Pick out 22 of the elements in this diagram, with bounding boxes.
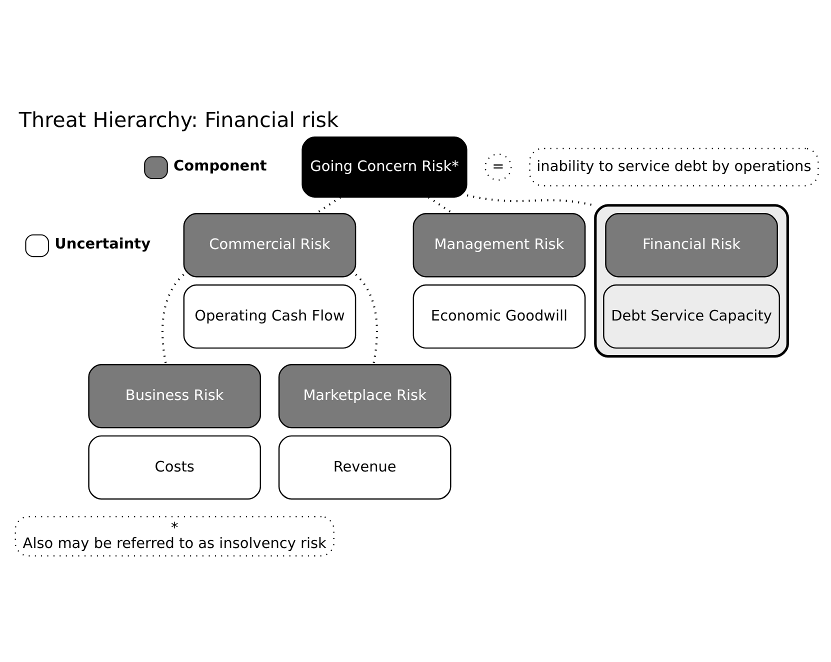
node-box: Operating Cash Flow [183,284,356,349]
node-box: inability to service debt by operations [529,148,819,186]
node-box: * Also may be referred to as insolvency risk [14,516,334,556]
node-box: Commercial Risk [183,213,356,278]
connector [161,274,184,365]
connector [355,274,378,365]
node-box: Debt Service Capacity [603,284,780,349]
legend-label: Component [174,158,267,174]
node-box: Business Risk [88,364,262,428]
cluster [594,204,789,358]
node-box: Costs [88,435,262,500]
node-box: Marketplace Risk [278,364,452,428]
legend-label: Uncertainty [54,236,151,252]
connector [428,196,454,214]
node-box: Going Concern Risk* [302,136,468,198]
node-circle: = [484,154,512,181]
node-box: Management Risk [412,213,586,278]
connector [316,196,342,214]
node-box: Financial Risk [605,213,778,278]
diagram-title: Threat Hierarchy: Financial risk [18,108,339,132]
node-box: Revenue [278,435,452,500]
node-box: Economic Goodwill [412,284,586,349]
